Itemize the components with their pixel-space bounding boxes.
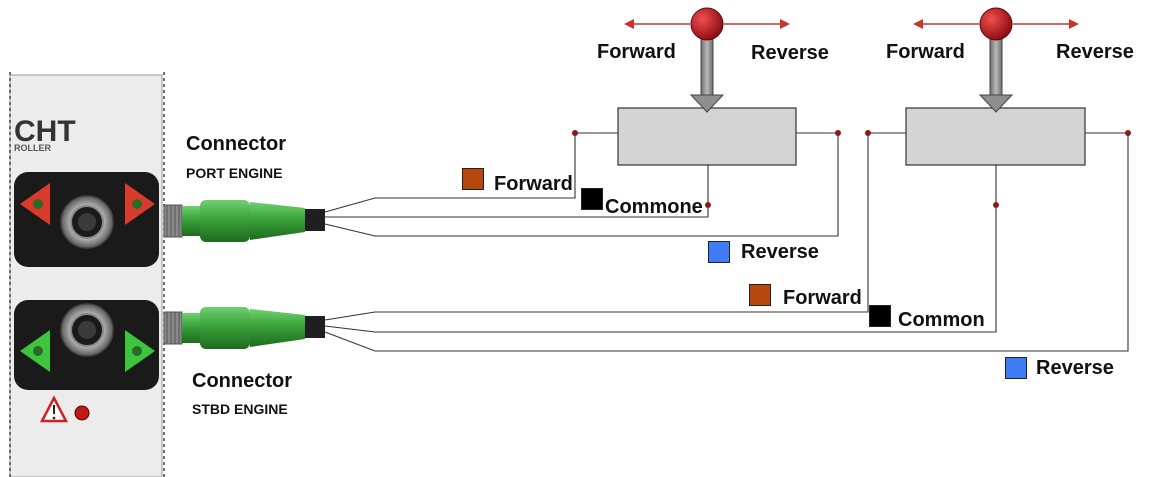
stbd-left-led [33,346,43,356]
port-control-block [14,172,159,267]
stbd-reverse-swatch [1005,357,1027,379]
port-left-led [33,199,43,209]
controller-panel: CHT ROLLER [9,72,165,477]
port-wires [324,132,839,237]
port-potentiometer-box [617,107,797,166]
port-wire-common [325,165,709,218]
stbd-reverse-wire-label: Reverse [1036,357,1114,379]
brand-fragment: CHT [14,115,76,148]
stbd-lever-reverse-label: Reverse [1056,41,1134,63]
junction-dots [572,130,1131,208]
port-lever-knob [690,7,724,41]
stbd-connector-title: Connector [192,370,292,392]
port-lever-forward-label: Forward [597,41,676,63]
stbd-cable-connector [163,307,325,349]
stbd-reverse-arrowhead-icon [1069,19,1079,29]
port-cable-connector [163,200,325,242]
port-common-wire-label: Commone [605,196,703,218]
port-lever-arrowhead-icon [689,94,725,113]
stbd-wire-forward [324,133,869,321]
port-common-swatch [581,188,603,210]
port-lever-reverse-label: Reverse [751,42,829,64]
port-reverse-arrowhead-icon [780,19,790,29]
port-connector-title: Connector [186,133,286,155]
stbd-lever-arrowhead-icon [978,94,1014,113]
stbd-common-swatch [869,305,891,327]
port-wire-forward [324,133,576,213]
port-reverse-swatch [708,241,730,263]
stbd-forward-swatch [749,284,771,306]
stbd-lever-forward-label: Forward [886,41,965,63]
port-forward-swatch [462,168,484,190]
stbd-lever [913,7,1079,113]
stbd-wire-reverse [324,133,1129,352]
port-lever [624,7,790,113]
port-lever-shaft [700,37,714,97]
stbd-forward-wire-label: Forward [783,287,862,309]
status-led [74,405,90,421]
port-engine-label: PORT ENGINE [186,165,283,181]
port-forward-arrowhead-icon [624,19,634,29]
port-forward-wire-label: Forward [494,173,573,195]
stbd-control-block [14,300,159,390]
stbd-common-wire-label: Common [898,309,985,331]
port-reverse-wire-label: Reverse [741,241,819,263]
stbd-lever-knob [979,7,1013,41]
stbd-forward-arrowhead-icon [913,19,923,29]
stbd-wire-common [324,165,997,333]
stbd-lever-shaft [989,37,1003,97]
stbd-right-led [132,346,142,356]
stbd-engine-label: STBD ENGINE [192,401,288,417]
port-right-led [132,199,142,209]
brand-sub-fragment: ROLLER [14,143,51,153]
stbd-wires [324,132,1129,352]
stbd-potentiometer-box [905,107,1086,166]
port-wire-reverse [324,133,839,237]
